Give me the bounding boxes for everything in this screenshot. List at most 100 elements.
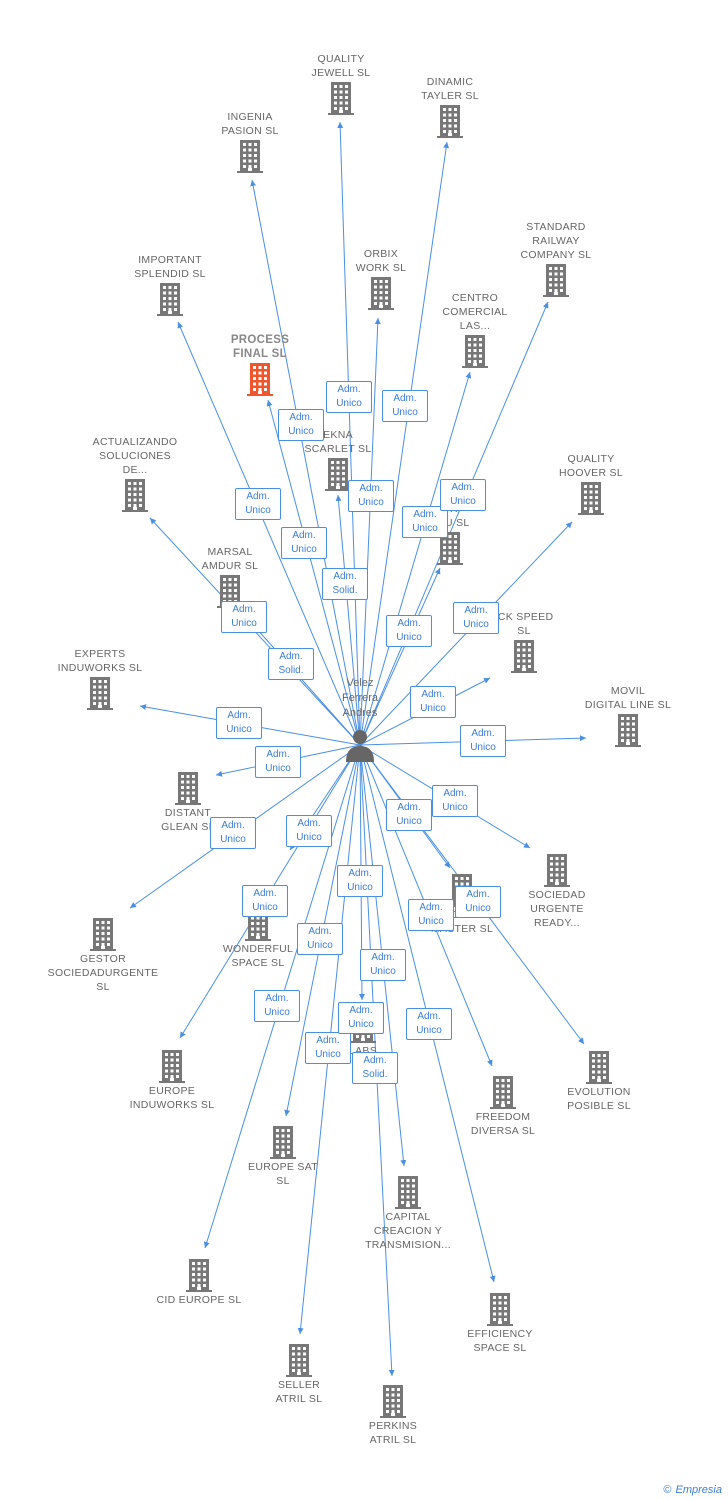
company-capital-creacion[interactable]: CAPITAL CREACION Y TRANSMISION... (348, 1174, 468, 1252)
person-icon[interactable] (344, 728, 376, 762)
role-badge[interactable]: Adm. Unico (221, 601, 267, 633)
company-label: GESTOR SOCIEDADURGENTE SL (47, 953, 159, 993)
role-badge[interactable]: Adm. Unico (338, 1002, 384, 1034)
company-quality-hoover[interactable]: QUALITY HOOVER SL (531, 452, 651, 516)
role-badge[interactable]: Adm. Unico (297, 923, 343, 955)
role-badge-text: Adm. Unico (307, 926, 333, 951)
company-label: INGENIA PASION SL (221, 111, 279, 137)
company-label: CID EUROPE SL (156, 1294, 242, 1306)
company-movil-digital[interactable]: MOVIL DIGITAL LINE SL (568, 684, 688, 748)
company-perkins-atril[interactable]: PERKINS ATRIL SL (333, 1383, 453, 1447)
role-badge-text: Adm. Unico (288, 412, 314, 437)
role-badge-text: Adm. Unico (420, 689, 446, 714)
role-badge[interactable]: Adm. Unico (432, 785, 478, 817)
role-badge[interactable]: Adm. Unico (460, 725, 506, 757)
company-standard-railway[interactable]: STANDARD RAILWAY COMPANY SL (496, 220, 616, 298)
role-badge[interactable]: Adm. Unico (305, 1032, 351, 1064)
role-badge[interactable]: Adm. Unico (286, 815, 332, 847)
person-name[interactable]: Velez Ferrera Andres (341, 677, 379, 719)
edge-important-splendid (177, 321, 361, 746)
company-centro-comercial[interactable]: CENTRO COMERCIAL LAS... (415, 291, 535, 369)
company-ekna-scarlet[interactable]: EKNA SCARLET SL (278, 428, 398, 492)
role-badge[interactable]: Adm. Unico (337, 865, 383, 897)
company-label: ACTUALIZANDO SOLUCIONES DE... (92, 436, 178, 476)
role-badge[interactable]: Adm. Unico (326, 381, 372, 413)
role-badge[interactable]: Adm. Unico (402, 506, 448, 538)
role-badge-text: Adm. Solid. (362, 1055, 388, 1080)
company-label: FREEDOM DIVERSA SL (470, 1111, 536, 1137)
company-label: QUALITY JEWELL SL (311, 53, 371, 79)
company-quick-speed[interactable]: ICK SPEED SL (464, 610, 584, 674)
role-badge-text: Adm. Unico (231, 604, 257, 629)
building-icon (544, 854, 570, 887)
brand-name: Empresia (675, 1484, 722, 1496)
role-badge[interactable]: Adm. Unico (216, 707, 262, 739)
company-evolution-posible[interactable]: EVOLUTION POSIBLE SL (539, 1049, 659, 1113)
role-badge[interactable]: Adm. Unico (278, 409, 324, 441)
company-distant-glean[interactable]: DISTANT GLEAN SL (128, 770, 248, 834)
role-badge-text: Adm. Unico (465, 889, 491, 914)
edge-orbix-work (359, 317, 381, 746)
role-badge[interactable]: Adm. Solid. (268, 648, 314, 680)
building-icon (586, 1051, 612, 1084)
building-icon (159, 1050, 185, 1083)
company-process-final[interactable]: PROCESS FINAL SL (200, 333, 320, 397)
company-experts-induworks[interactable]: EXPERTS INDUWORKS SL (40, 647, 160, 711)
company-ingenia-pasion[interactable]: INGENIA PASION SL (190, 110, 310, 174)
building-icon (543, 264, 569, 297)
role-badge[interactable]: Adm. Unico (406, 1008, 452, 1040)
company-important-splendid[interactable]: IMPORTANT SPLENDID SL (110, 253, 230, 317)
role-badge-text: Adm. Unico (296, 818, 322, 843)
role-badge-text: Adm. Unico (396, 618, 422, 643)
company-marsal-amdur[interactable]: MARSAL AMDUR SL (170, 545, 290, 609)
role-badge[interactable]: Adm. Unico (360, 949, 406, 981)
building-icon (368, 277, 394, 310)
role-badge-text: Adm. Unico (220, 820, 246, 845)
role-badge[interactable]: Adm. Unico (210, 817, 256, 849)
role-badge-text: Adm. Unico (450, 482, 476, 507)
company-label: EKNA SCARLET SL (304, 429, 372, 455)
company-actualizando[interactable]: ACTUALIZANDO SOLUCIONES DE... (75, 435, 195, 513)
role-badge[interactable]: Adm. Solid. (322, 568, 368, 600)
role-badge-text: Adm. Unico (252, 888, 278, 913)
role-badge[interactable]: Adm. Solid. (352, 1052, 398, 1084)
role-badge-text: Adm. Unico (392, 393, 418, 418)
company-europe-induworks[interactable]: EUROPE INDUWORKS SL (112, 1048, 232, 1112)
company-cid-europe[interactable]: CID EUROPE SL (139, 1257, 259, 1307)
company-efficiency-space[interactable]: EFFICIENCY SPACE SL (440, 1291, 560, 1355)
building-icon (237, 140, 263, 173)
company-quality-jewell[interactable]: QUALITY JEWELL SL (281, 52, 401, 116)
copyright-symbol: © (663, 1484, 672, 1496)
company-seller-atril[interactable]: SELLER ATRIL SL (239, 1342, 359, 1406)
role-badge[interactable]: Adm. Unico (235, 488, 281, 520)
role-badge[interactable]: Adm. Unico (386, 799, 432, 831)
role-badge-text: Adm. Unico (370, 952, 396, 977)
role-badge[interactable]: Adm. Unico (455, 886, 501, 918)
building-icon (87, 677, 113, 710)
role-badge[interactable]: Adm. Unico (348, 480, 394, 512)
role-badge-text: Adm. Unico (463, 605, 489, 630)
company-orbix-work[interactable]: ORBIX WORK SL (321, 247, 441, 311)
role-badge[interactable]: Adm. Unico (281, 527, 327, 559)
company-label: EUROPE INDUWORKS SL (129, 1085, 215, 1111)
company-europe-sat[interactable]: EUROPE SAT SL (223, 1124, 343, 1188)
company-freedom-diversa[interactable]: FREEDOM DIVERSA SL (443, 1074, 563, 1138)
company-label: EFFICIENCY SPACE SL (467, 1328, 533, 1354)
role-badge-text: Adm. Unico (336, 384, 362, 409)
role-badge[interactable]: Adm. Unico (453, 602, 499, 634)
role-badge[interactable]: Adm. Unico (408, 899, 454, 931)
role-badge[interactable]: Adm. Unico (382, 390, 428, 422)
building-icon (325, 458, 351, 491)
role-badge[interactable]: Adm. Unico (386, 615, 432, 647)
company-dinamic-tayler[interactable]: DINAMIC TAYLER SL (390, 75, 510, 139)
company-gestor-sociedad[interactable]: GESTOR SOCIEDADURGENTE SL (43, 916, 163, 994)
company-label: PROCESS FINAL SL (230, 334, 290, 360)
footer-brand[interactable]: ©Empresia (663, 1484, 722, 1496)
role-badge[interactable]: Adm. Unico (254, 990, 300, 1022)
role-badge[interactable]: Adm. Unico (255, 746, 301, 778)
company-sociedad-urgente[interactable]: SOCIEDAD URGENTE READY... (497, 852, 617, 930)
role-badge[interactable]: Adm. Unico (410, 686, 456, 718)
role-badge[interactable]: Adm. Unico (440, 479, 486, 511)
role-badge[interactable]: Adm. Unico (242, 885, 288, 917)
